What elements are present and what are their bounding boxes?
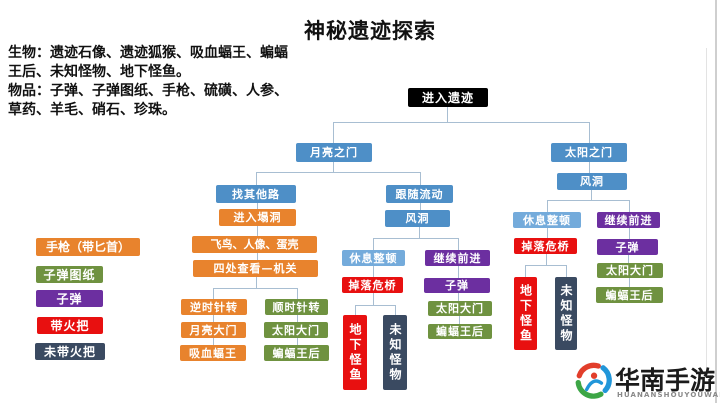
connector-line: [297, 288, 298, 299]
node-sun-door-ccw: 太阳大门: [264, 322, 328, 338]
items-line: 物品：子弹、子弹图纸、手枪、硫磺、人参、草药、羊毛、硝石、珍珠。: [8, 83, 288, 118]
connector-line: [257, 253, 258, 260]
connector-line: [355, 305, 395, 306]
node-follow-flow: 跟随流动: [386, 185, 453, 203]
legend-bullet: 子弹: [36, 290, 103, 307]
node-bird-statue-eggshell: 飞鸟、人像、蛋壳: [192, 236, 317, 253]
connector-line: [629, 228, 630, 239]
page-edge-line: [706, 48, 707, 370]
connector-line: [591, 190, 592, 200]
node-find-other-path: 找其他路: [216, 185, 296, 203]
connector-line: [256, 172, 420, 173]
connector-line: [213, 288, 214, 299]
legend-without-torch: 未带火把: [35, 343, 105, 360]
connector-line: [333, 122, 590, 123]
node-rest-right: 休息整顿: [513, 212, 581, 228]
connector-line: [373, 238, 374, 250]
connector-line: [420, 172, 421, 185]
connector-line: [373, 266, 374, 277]
connector-line: [459, 316, 460, 324]
node-sun-door-right: 太阳大门: [597, 263, 663, 278]
connector-line: [525, 265, 566, 266]
node-continue-mid: 继续前进: [425, 250, 490, 266]
connector-line: [566, 265, 567, 277]
connector-line: [213, 338, 214, 345]
connector-line: [420, 203, 421, 210]
connector-line: [589, 162, 590, 173]
connector-line: [458, 266, 459, 278]
node-wind-cave-right: 风洞: [557, 173, 627, 190]
huanan-logo-icon: [575, 362, 612, 399]
watermark-site-domain: HUANANSHOUYOUWANG: [617, 391, 720, 399]
connector-line: [458, 238, 459, 250]
node-vampire-bat-king: 吸血蝠王: [180, 345, 246, 361]
page-title: 神秘遗迹探索: [304, 18, 436, 43]
node-sun-gate: 太阳之门: [551, 143, 627, 162]
node-clockwise-turn: 顺时针转: [265, 299, 328, 315]
connector-line: [629, 278, 630, 287]
connector-line: [546, 254, 547, 265]
legend-with-torch: 带火把: [37, 317, 103, 334]
node-rest-mid: 休息整顿: [342, 250, 405, 266]
node-bullet-right: 子弹: [597, 239, 658, 255]
node-moon-door: 月亮大门: [181, 322, 246, 338]
connector-line: [297, 338, 298, 345]
node-underground-fish-right: 地下怪鱼: [514, 277, 537, 350]
connector-line: [525, 265, 526, 277]
connector-line: [256, 172, 257, 185]
watermark: 华南手游网 HUANANSHOUYOUWANG: [560, 360, 720, 403]
connector-line: [629, 200, 630, 212]
node-bat-queen-ccw: 蝙蝠王后: [264, 345, 329, 361]
connector-line: [257, 226, 258, 236]
node-unknown-monster-right: 未知怪物: [555, 277, 577, 350]
node-enter-collapsed-cave: 进入塌洞: [219, 209, 296, 226]
connector-line: [213, 315, 214, 322]
connector-line: [257, 203, 258, 209]
connector-line: [458, 293, 459, 301]
watermark-site-name: 华南手游网: [615, 366, 716, 403]
node-continue-right: 继续前进: [597, 212, 660, 228]
node-bullet-mid: 子弹: [424, 278, 490, 293]
node-unknown-monster-mid: 未知怪物: [383, 315, 407, 390]
connector-line: [333, 122, 334, 143]
legend-pistol-with-dagger: 手枪（带匕首）: [36, 238, 140, 256]
node-enter-ruins: 进入遗迹: [408, 88, 488, 107]
node-fall-bridge-right: 掉落危桥: [514, 238, 577, 254]
intro-text: 生物：遗迹石像、遗迹狐猴、吸血蝠王、蝙蝠王后、未知怪物、地下怪鱼。 物品：子弹、…: [8, 44, 300, 120]
connector-line: [419, 227, 420, 238]
node-bat-queen-right: 蝙蝠王后: [596, 287, 663, 303]
node-fall-bridge-mid: 掉落危桥: [342, 277, 403, 293]
node-wind-cave-mid: 风洞: [385, 210, 450, 227]
connector-line: [547, 200, 629, 201]
connector-line: [628, 255, 629, 263]
connector-line: [373, 238, 458, 239]
connector-line: [547, 200, 548, 212]
connector-line: [589, 122, 590, 143]
connector-line: [373, 293, 374, 305]
creatures-line: 生物：遗迹石像、遗迹狐猴、吸血蝠王、蝙蝠王后、未知怪物、地下怪鱼。: [8, 45, 288, 80]
page-edge-line: [715, 0, 717, 403]
connector-line: [547, 228, 548, 238]
connector-line: [395, 305, 396, 315]
connector-line: [333, 162, 334, 172]
connector-line: [213, 288, 297, 289]
connector-line: [297, 315, 298, 322]
legend-bullet-blueprint: 子弹图纸: [36, 266, 103, 283]
node-sun-door-mid: 太阳大门: [428, 301, 492, 316]
node-underground-fish-mid: 地下怪鱼: [343, 315, 367, 390]
connector-line: [355, 305, 356, 315]
connector-line: [256, 277, 257, 288]
node-bat-queen-mid: 蝙蝠王后: [428, 324, 492, 339]
node-moon-gate: 月亮之门: [296, 143, 372, 162]
connector-line: [447, 107, 448, 122]
node-inspect-mechanism: 四处查看—机关: [193, 260, 318, 277]
node-counterclockwise-turn: 逆时针转: [181, 299, 247, 315]
